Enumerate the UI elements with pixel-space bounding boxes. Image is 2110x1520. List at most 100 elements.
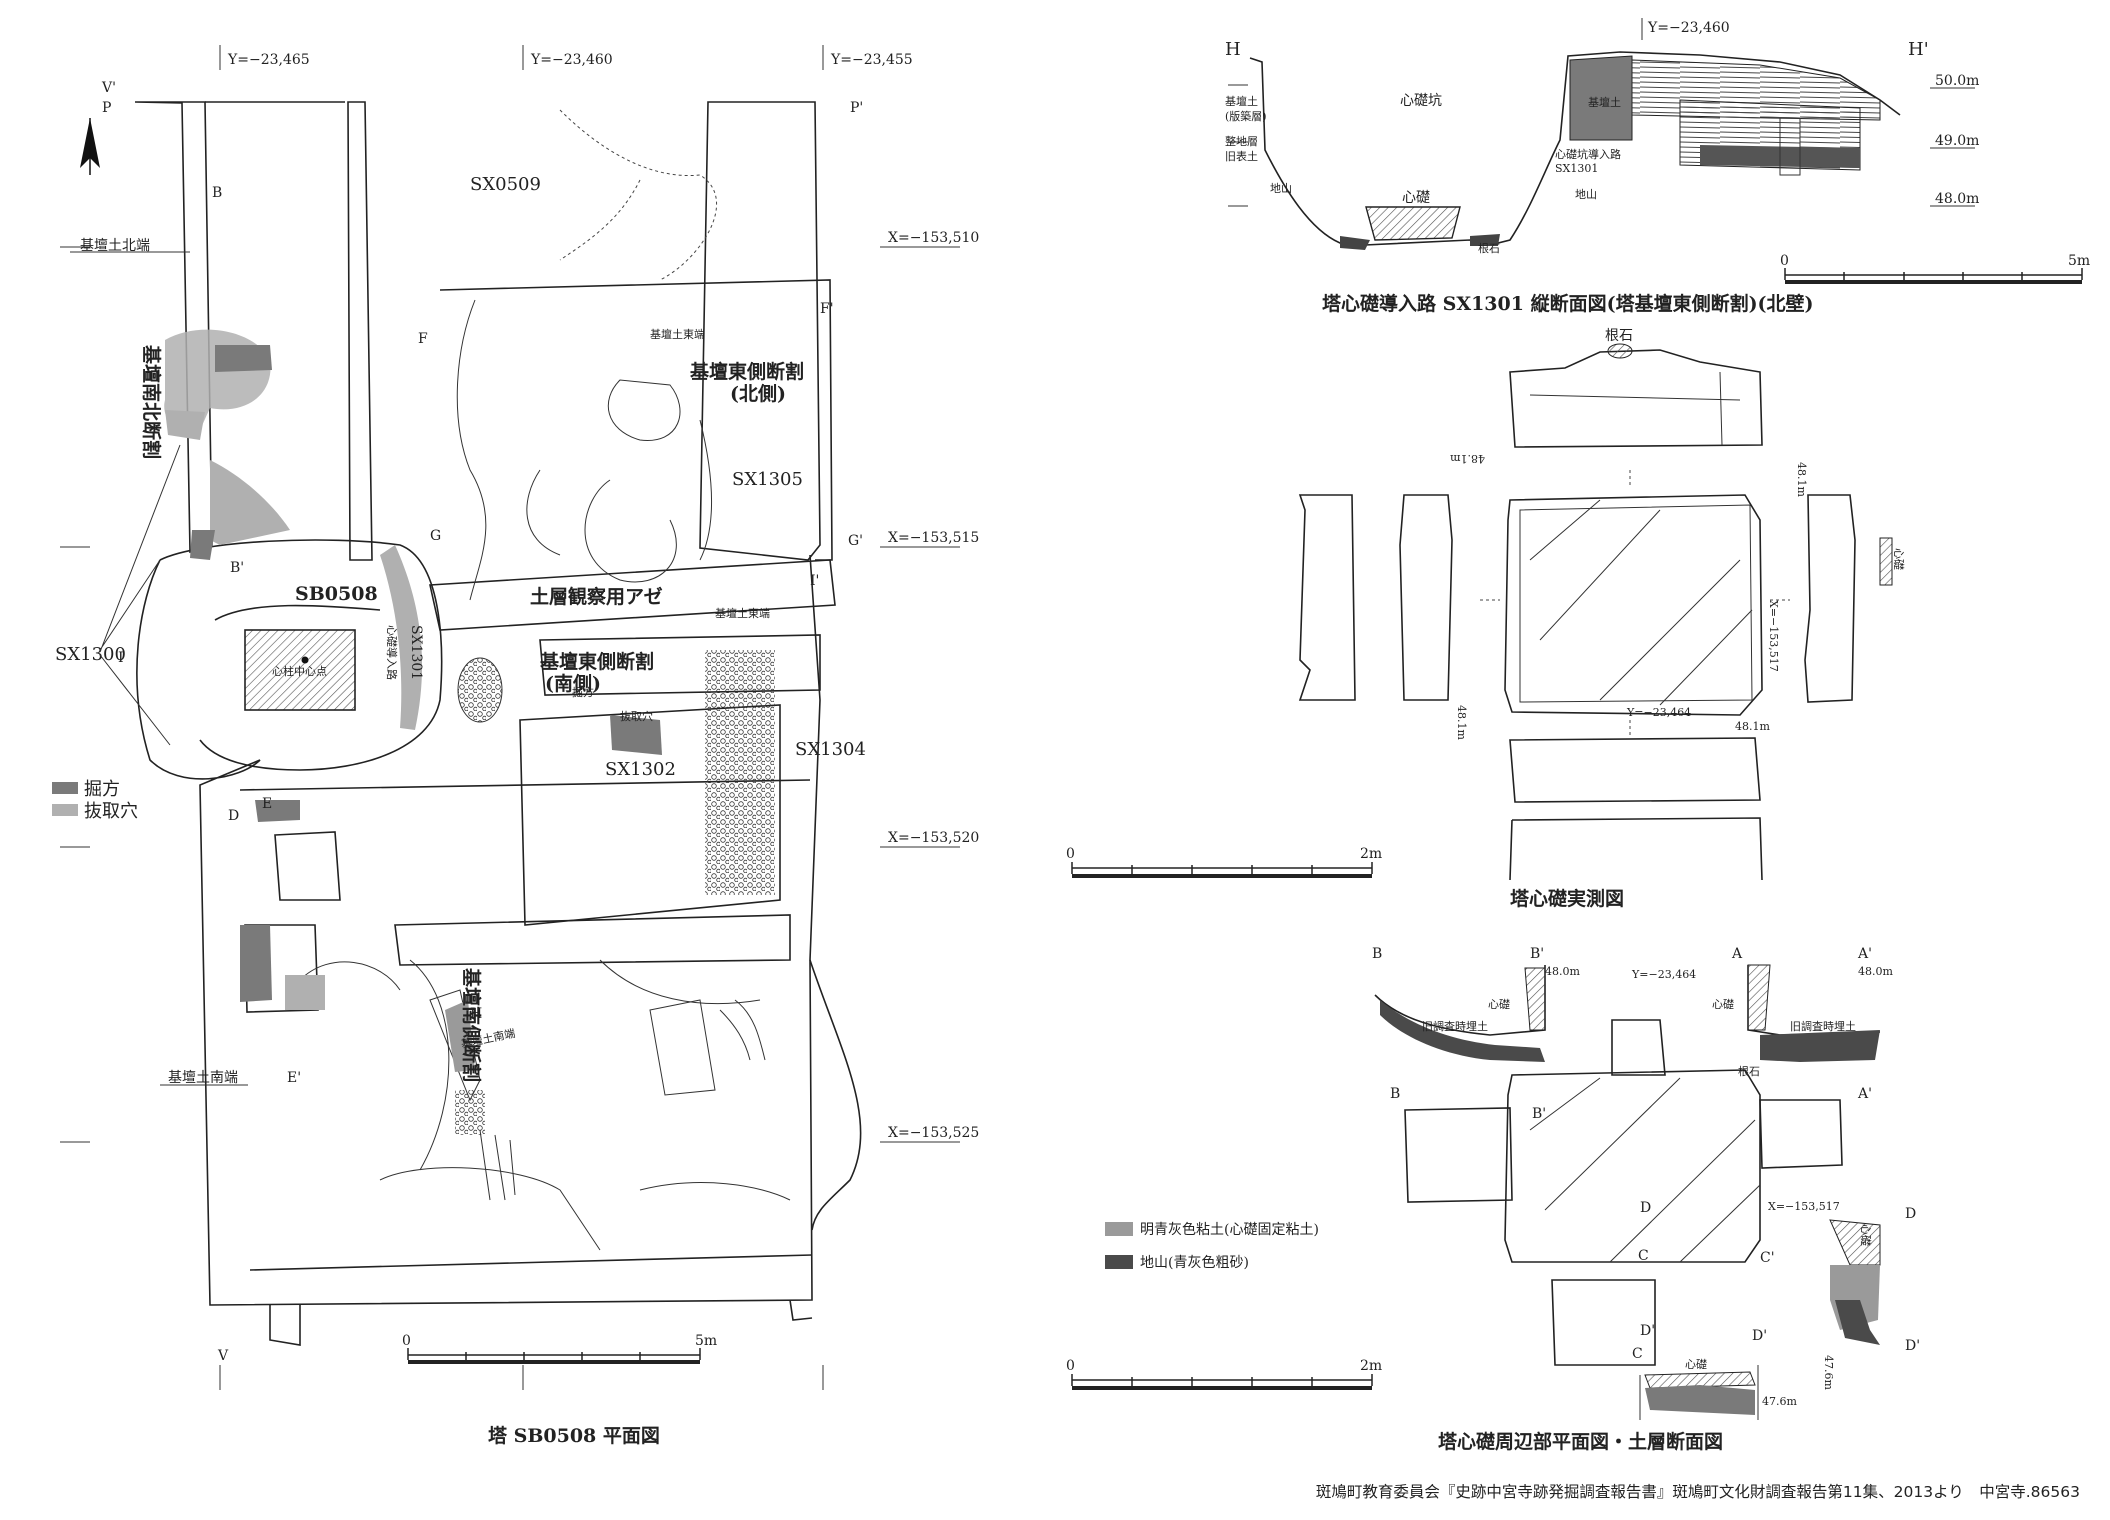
section-hh: Y=−23,460 H H' 50.0m 49.0m 48.0m 心礎坑 基壇土… [1225, 18, 2090, 315]
hh-mark-hp: H' [1908, 39, 1929, 60]
mark-p: P [102, 100, 111, 116]
plan-legend: 掘方 抜取穴 [52, 779, 138, 822]
grid-y-3: Y=−23,455 [830, 52, 913, 68]
plan-labels: SX0509 SX1305 SX1304 SX1302 SX1300 SB050… [55, 80, 866, 1364]
surround-title: 塔心礎周辺部平面図・土層断面図 [1438, 1430, 1723, 1453]
mark-fp: F' [820, 301, 834, 317]
survey-label-lvl-bottom: 48.1m [1735, 720, 1770, 733]
sur-lvl-b: 48.0m [1545, 965, 1580, 978]
mark-ep: E' [287, 1070, 301, 1086]
surround-legend: 明青灰色粘土(心礎固定粘土) 地山(青灰色粗砂) [1105, 1221, 1319, 1271]
label-ns-section: 基壇南北断割 [140, 344, 163, 459]
survey-label-root: 根石 [1605, 328, 1633, 344]
stone-clusters [455, 650, 775, 1135]
label-pillar-center: 心柱中心点 [272, 664, 327, 678]
sur-legend-clay: 明青灰色粘土(心礎固定粘土) [1140, 1221, 1319, 1238]
label-south-section: 基壇南側断割 [460, 967, 483, 1082]
sur-dp2: D' [1640, 1323, 1655, 1339]
sur-c2: C [1638, 1248, 1649, 1264]
hh-label-ground-2: 地山 [1575, 188, 1597, 201]
sur-c3: C [1632, 1346, 1643, 1362]
hh-mark-h: H [1225, 39, 1241, 60]
label-base-north-end: 基壇土北端 [80, 237, 150, 254]
label-sx1302: SX1302 [605, 759, 676, 780]
plan-title: 塔 SB0508 平面図 [488, 1424, 660, 1447]
mark-ip: I' [810, 573, 819, 589]
sur-dp: D' [1905, 1338, 1920, 1354]
central-pillar-stone [244, 629, 356, 711]
survey-title: 塔心礎実測図 [1510, 887, 1624, 910]
mark-h: H [470, 1006, 482, 1022]
sur-b2: B [1390, 1086, 1400, 1102]
legend-label-pit: 掘方 [84, 779, 120, 800]
mark-i: I [118, 650, 124, 666]
plan-grid-x: X=−153,510 X=−153,515 X=−153,520 X=−153,… [60, 230, 979, 1143]
mark-vp: V' [101, 80, 116, 96]
hh-label-base-soil-in: 基壇土 [1588, 95, 1621, 109]
label-east-section-s-2: (南側) [545, 673, 601, 695]
sur-legend-swatch-clay [1105, 1222, 1133, 1236]
sur-old-fill-b: 旧調査時埋土 [1422, 1019, 1488, 1033]
hh-scale-max: 5m [2068, 253, 2090, 269]
hh-label-base-soil-sub: (版築層) [1225, 109, 1267, 123]
mark-gp: G' [848, 533, 863, 549]
legend-swatch-robbed [52, 804, 78, 816]
label-base-east-end: 基壇土東端 [650, 327, 705, 341]
hh-grid-y: Y=−23,460 [1647, 20, 1730, 36]
svg-text:基壇南側断割: 基壇南側断割 [460, 967, 483, 1082]
survey-grid-x: X=−153,517 [1767, 600, 1780, 672]
sur-old-fill-a: 旧調査時埋土 [1790, 1019, 1856, 1033]
hh-label-old-surface: 旧表土 [1225, 149, 1258, 163]
label-robbed-hole: 抜取穴 [620, 709, 653, 723]
sur-d2: D [1640, 1200, 1651, 1216]
sur-stone-b: 心礎 [1488, 998, 1510, 1011]
hh-label-path-2: SX1301 [1555, 162, 1598, 175]
survey-label-lvl-top: 48.1m [1450, 452, 1485, 465]
label-sx1304: SX1304 [795, 739, 866, 760]
sur-b: B [1372, 946, 1382, 962]
label-east-section-s-1: 基壇東側断割 [539, 650, 654, 673]
plan-scale-zero: 0 [402, 1333, 411, 1349]
mark-v: V [217, 1348, 229, 1364]
plan-scale-bar: 0 5m [402, 1333, 717, 1364]
hh-label-stone: 心礎 [1402, 190, 1430, 206]
sur-scale-zero: 0 [1066, 1358, 1075, 1374]
sur-legend-ground: 地山(青灰色粗砂) [1140, 1254, 1249, 1271]
sur-root: 根石 [1738, 1064, 1760, 1078]
label-east-section-n-1: 基壇東側断割 [689, 360, 804, 383]
sur-d: D [1905, 1206, 1916, 1222]
hh-label-base-soil: 基壇土 [1225, 94, 1258, 108]
mark-bp: B' [230, 560, 244, 576]
label-sx1300: SX1300 [55, 644, 126, 665]
excavation-outline [134, 101, 862, 1346]
grid-x-3: X=−153,520 [888, 830, 979, 846]
hh-scale-bar: 0 5m [1780, 253, 2090, 284]
survey-scale-bar: 0 2m [1066, 846, 1382, 878]
sur-bp: B' [1530, 946, 1544, 962]
survey-scale-max: 2m [1360, 846, 1382, 862]
hh-label-root-stone: 根石 [1478, 241, 1500, 255]
sur-stone-d: 心礎 [1859, 1224, 1872, 1246]
sur-cp2: C' [1760, 1250, 1775, 1266]
label-soil-bank: 土層観察用アゼ [530, 585, 663, 608]
svg-text:基壇南北断割: 基壇南北断割 [140, 344, 163, 459]
grid-x-2: X=−153,515 [888, 530, 979, 546]
stone-survey: 根石 48.1m Y=−23,464 X=−153,517 48.1m 48.1… [1066, 328, 1905, 910]
survey-label-lvl-left: 48.1m [1455, 705, 1468, 740]
surround-scale-bar: 0 2m [1066, 1358, 1382, 1390]
label-sx1305: SX1305 [732, 469, 803, 490]
grid-y-1: Y=−23,465 [227, 52, 310, 68]
north-arrow-icon [80, 118, 100, 175]
survey-label-side: 心礎 [1892, 548, 1905, 570]
sur-stone-a: 心礎 [1712, 998, 1734, 1011]
source-credit: 斑鳩町教育委員会『史跡中宮寺跡発掘調査報告書』斑鳩町文化財調査報告第11集、20… [1316, 1483, 2080, 1501]
hh-level-50: 50.0m [1935, 73, 1979, 89]
pit-shading [164, 329, 662, 1072]
label-base-south-end: 基壇土南端 [168, 1069, 238, 1086]
mark-pp: P' [850, 100, 863, 116]
sur-a: A [1731, 946, 1743, 962]
sur-stone-c: 心礎 [1685, 1358, 1707, 1371]
label-approach-path: 心礎導入路 [385, 625, 399, 680]
